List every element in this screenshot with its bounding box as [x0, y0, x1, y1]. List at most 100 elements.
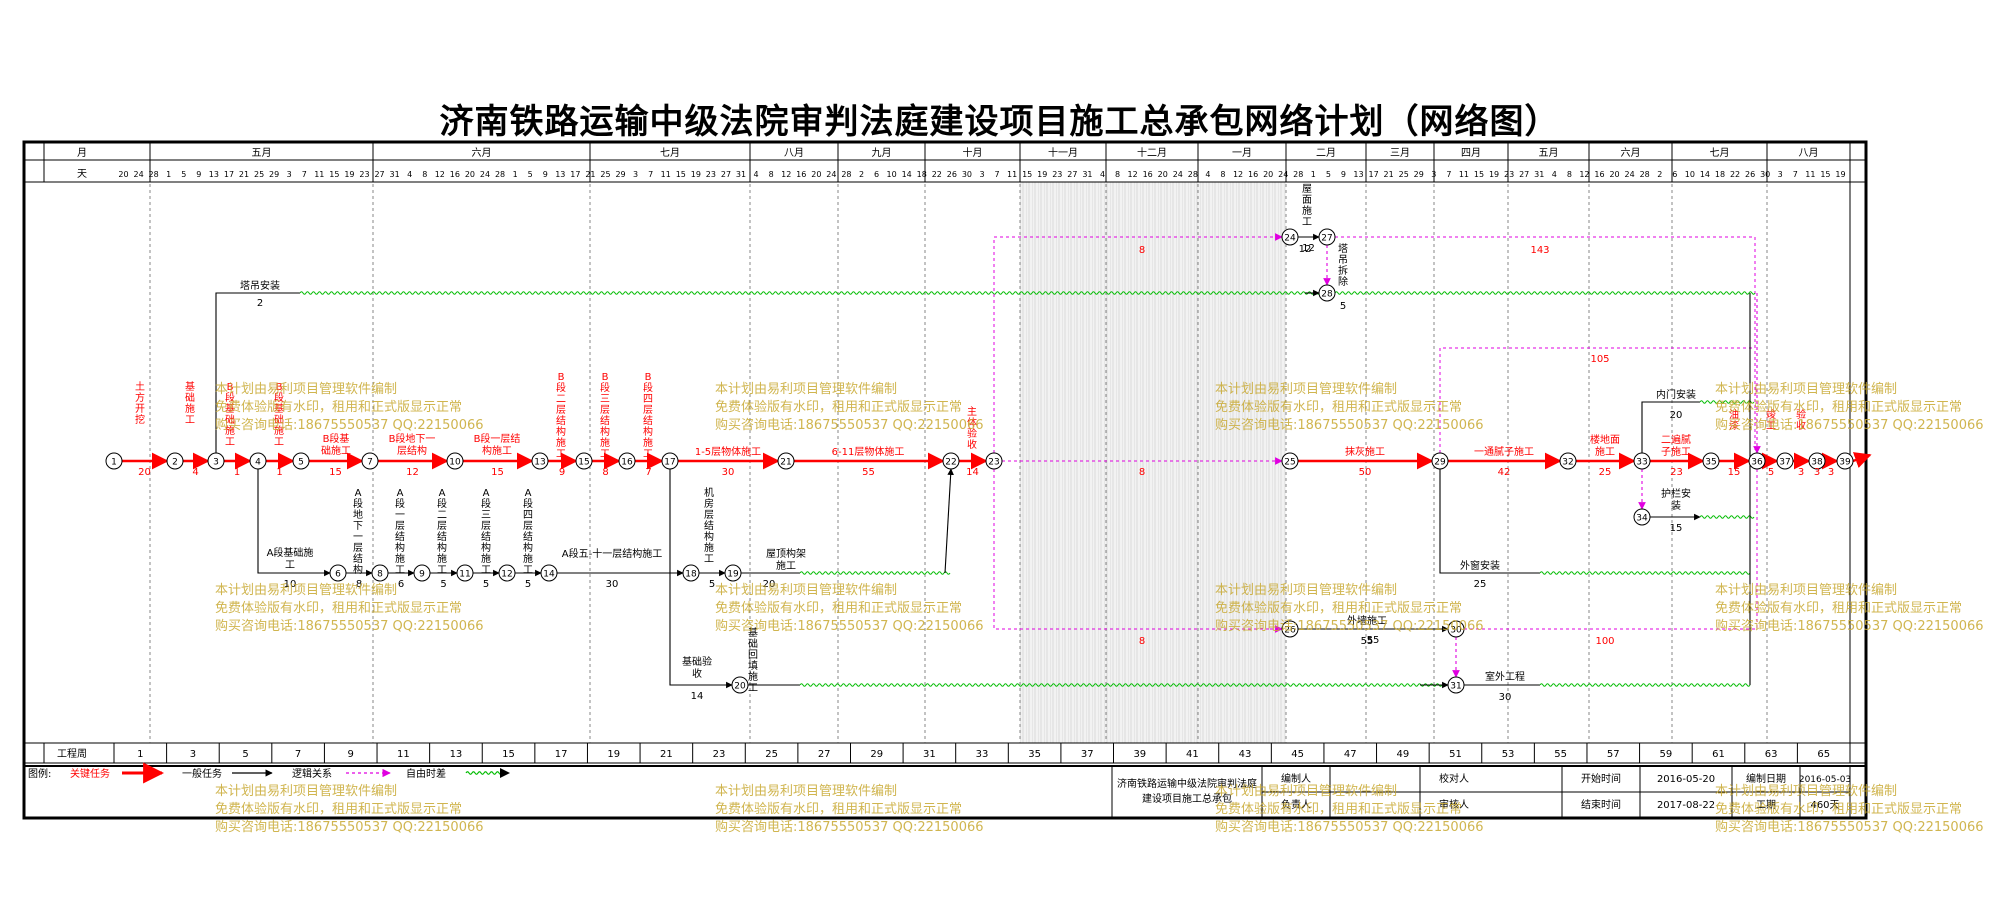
- float-link: [1464, 469, 1758, 630]
- week-label: 31: [923, 749, 936, 760]
- event-node: [361, 452, 379, 470]
- day-label: 12: [435, 170, 445, 179]
- event-node: [1702, 452, 1720, 470]
- task-label: 外墙施工: [1347, 614, 1387, 627]
- task-label: B段地下一: [389, 432, 436, 445]
- week-label: 63: [1765, 749, 1778, 760]
- week-label: 3: [190, 749, 196, 760]
- legend-normal: 一般任务: [182, 767, 222, 780]
- day-label: 4: [1205, 170, 1210, 179]
- watermark-text: 免费体验版有水印，租用和正式版显示正常: [1215, 399, 1462, 415]
- leader-label: 负责人: [1281, 798, 1311, 811]
- end-value: 2017-08-22: [1657, 800, 1715, 811]
- float-value: 8: [1139, 636, 1145, 647]
- event-node-number: 3: [213, 458, 219, 468]
- month-label: 六月: [1621, 147, 1641, 159]
- day-label: 19: [691, 170, 701, 179]
- day-label: 27: [721, 170, 731, 179]
- task-duration: 10: [284, 579, 297, 590]
- day-label: 4: [1552, 170, 1557, 179]
- event-node: [166, 452, 184, 470]
- task-label: B段基: [323, 432, 350, 445]
- task-duration: 15: [329, 467, 342, 478]
- day-label: 16: [796, 170, 806, 179]
- day-label: 29: [615, 170, 625, 179]
- legend-wave-arrow: [500, 768, 510, 778]
- day-label: 20: [811, 170, 821, 179]
- task-label: 6-11层物体施工: [832, 445, 905, 458]
- month-label: 五月: [1539, 147, 1559, 159]
- task-duration: 20: [763, 579, 776, 590]
- compile-date-value: 2016-05-03: [1799, 775, 1851, 785]
- day-label: 12: [781, 170, 791, 179]
- watermark-text: 购买咨询电话:18675550537 QQ:22150066: [1215, 618, 1484, 634]
- event-node: [498, 564, 516, 582]
- event-node-number: 10: [449, 458, 461, 468]
- watermark-text: 购买咨询电话:18675550537 QQ:22150066: [715, 417, 984, 433]
- month-label: 七月: [660, 147, 680, 159]
- week-label: 47: [1344, 749, 1357, 760]
- day-label: 6: [1672, 170, 1677, 179]
- event-node: [661, 452, 679, 470]
- day-label: 11: [1007, 170, 1017, 179]
- week-label: 49: [1396, 749, 1409, 760]
- day-label: 23: [1052, 170, 1062, 179]
- event-node: [682, 564, 700, 582]
- task-duration: 3: [1798, 467, 1804, 478]
- legend-logic: 逻辑关系: [292, 767, 332, 780]
- event-node: [540, 564, 558, 582]
- day-label: 28: [149, 170, 159, 179]
- day-label: 18: [917, 170, 927, 179]
- link-path: [1641, 401, 1700, 453]
- watermark-text: 购买咨询电话:18675550537 QQ:22150066: [715, 819, 984, 835]
- free-float-wave: [1334, 291, 1756, 295]
- task-duration: 5: [440, 579, 446, 590]
- watermark-text: 本计划由易利项目管理软件编制: [1215, 784, 1397, 799]
- day-label: 29: [269, 170, 279, 179]
- task-duration: 5: [709, 579, 715, 590]
- event-node-number: 19: [727, 570, 739, 580]
- legend-wave-swatch: [465, 771, 503, 775]
- day-label: 20: [118, 170, 128, 179]
- week-label: 27: [818, 749, 831, 760]
- end-label: 结束时间: [1581, 798, 1621, 811]
- week-label: 7: [295, 749, 301, 760]
- event-node: [724, 564, 742, 582]
- task-label: 收: [692, 667, 702, 680]
- week-label: 65: [1817, 749, 1830, 760]
- event-node-number: 37: [1779, 458, 1790, 468]
- event-node: [1281, 620, 1299, 638]
- event-node-number: 30: [1450, 626, 1462, 636]
- task-label: 础施工: [321, 444, 351, 457]
- task-label: 塔吊安装: [240, 279, 280, 292]
- task-label: 竣工: [1766, 408, 1776, 432]
- week-label: 29: [870, 749, 883, 760]
- event-node-number: 16: [621, 458, 633, 468]
- month-label: 八月: [1799, 147, 1819, 159]
- task-duration: 8: [602, 467, 608, 478]
- task-duration: 25: [1599, 467, 1612, 478]
- event-node: [1776, 452, 1794, 470]
- free-float-wave: [799, 571, 951, 575]
- day-label: 15: [1474, 170, 1484, 179]
- watermark-text: 免费体验版有水印，租用和正式版显示正常: [215, 801, 462, 817]
- task-duration: 12: [1299, 244, 1312, 255]
- task-duration: 5: [1768, 467, 1774, 478]
- reviewer-label: 审核人: [1439, 798, 1469, 811]
- event-node-number: 29: [1434, 458, 1446, 468]
- day-label: 28: [841, 170, 851, 179]
- task-label: 二遍腻: [1661, 433, 1691, 446]
- week-label: 17: [555, 749, 568, 760]
- day-label: 11: [1805, 170, 1815, 179]
- event-node-number: 5: [298, 458, 304, 468]
- event-node-number: 21: [780, 458, 791, 468]
- free-float-wave: [1699, 400, 1755, 404]
- day-label: 11: [661, 170, 671, 179]
- day-label: 17: [1368, 170, 1378, 179]
- checker-label: 校对人: [1439, 772, 1469, 785]
- day-label: 13: [209, 170, 219, 179]
- link-path: [215, 292, 300, 453]
- task-label: B段一层结: [474, 432, 521, 445]
- day-label: 15: [1022, 170, 1032, 179]
